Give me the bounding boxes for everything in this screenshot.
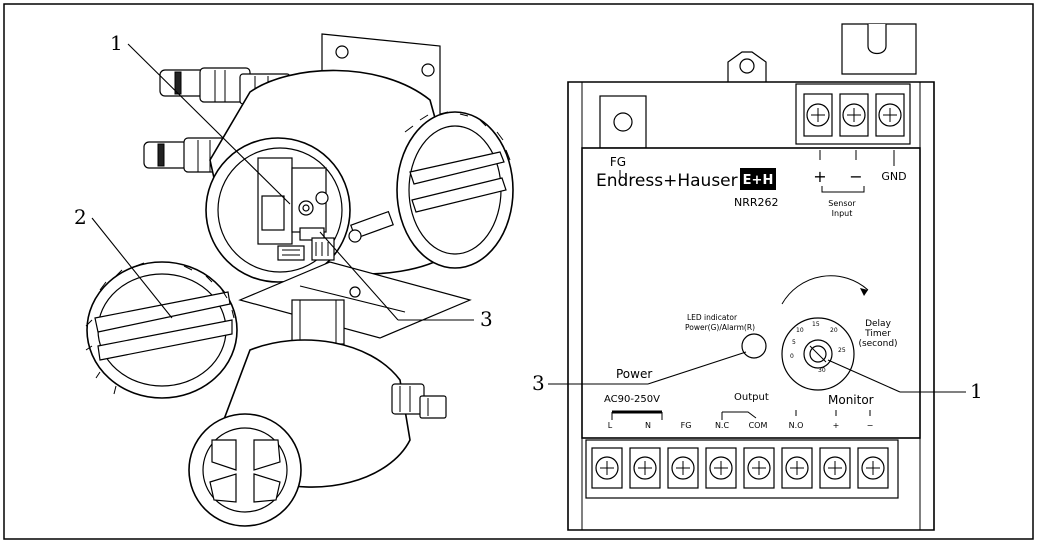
left-callout-2: 2 — [74, 205, 87, 229]
dial-tick-5: 5 — [792, 339, 796, 346]
sensor-input-line1: Sensor — [828, 199, 856, 208]
model-name: NRR262 — [734, 196, 779, 209]
output-label: Output — [734, 392, 769, 403]
sensor-input-line2: Input — [832, 209, 853, 218]
brand-name: Endress+Hauser — [596, 171, 738, 191]
sensor-plus-label: + — [813, 167, 826, 186]
dial-tick-10: 10 — [796, 327, 804, 334]
led-label-line1: LED indicator — [687, 313, 738, 322]
eh-logo-text: E+H — [743, 173, 774, 188]
terminal-label-fg: FG — [681, 421, 692, 430]
terminal-label-n: N — [645, 421, 651, 430]
led-indicator — [741, 333, 767, 359]
delay-timer-line3: (second) — [858, 339, 897, 349]
figure-border — [3, 3, 1034, 540]
monitor-label: Monitor — [828, 393, 874, 407]
terminal-label-nc: N.C — [715, 421, 730, 430]
nrr262-panel: E+H — [567, 23, 935, 531]
fg-label: FG — [610, 155, 626, 169]
transmitter-housing-illustration — [85, 33, 514, 527]
terminal-label-plus: + — [833, 421, 840, 430]
terminal-label-com: COM — [749, 421, 768, 430]
gnd-label: GND — [881, 170, 906, 183]
sensor-minus-label: − — [849, 167, 862, 186]
voltage-label: AC90-250V — [604, 394, 660, 405]
terminal-label-l: L — [608, 421, 613, 430]
power-label: Power — [616, 367, 652, 381]
dial-tick-0: 0 — [790, 353, 794, 360]
delay-timer-line1: Delay — [865, 319, 891, 329]
left-callout-1: 1 — [110, 31, 123, 55]
terminal-label-no: N.O — [789, 421, 804, 430]
dial-tick-15: 15 — [812, 321, 820, 328]
eh-logo — [740, 168, 776, 190]
right-callout-3: 3 — [532, 371, 545, 395]
dial-tick-30: 30 — [818, 367, 826, 374]
led-label-line2: Power(G)/Alarm(R) — [685, 323, 755, 332]
delay-timer-line2: Timer — [864, 329, 891, 339]
terminal-label-minus: − — [867, 421, 874, 430]
dial-tick-25: 25 — [838, 347, 846, 354]
left-callout-3: 3 — [480, 307, 493, 331]
dial-tick-20: 20 — [830, 327, 838, 334]
right-callout-1: 1 — [970, 379, 983, 403]
